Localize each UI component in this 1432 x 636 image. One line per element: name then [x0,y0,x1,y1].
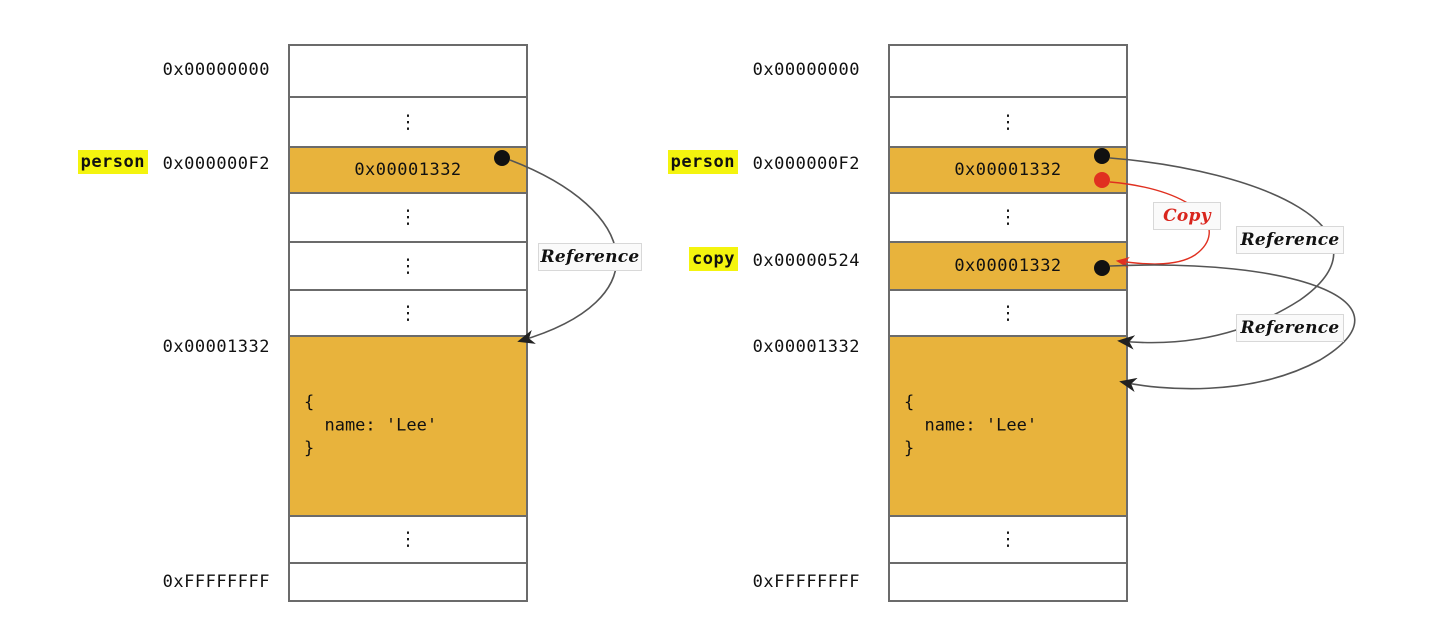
right-cell-8 [890,564,1126,600]
left-varname-person-label: person [77,150,148,174]
right-cell-3: ⋮ [890,194,1126,243]
left-cell-5: ⋮ [290,291,526,337]
object-literal-line2: name: 'Lee' [904,415,1038,436]
left-cell-person: 0x00001332 [290,148,526,194]
object-literal-line1: { [304,392,315,413]
left-object-literal: { name: 'Lee' } [304,392,437,461]
right-cell-copy-value: 0x00001332 [954,256,1062,276]
right-varname-person-label: person [667,150,738,174]
left-cell-3: ⋮ [290,194,526,243]
right-address-object: 0x00001332 [752,337,860,357]
right-cell-copy: 0x00001332 [890,243,1126,291]
right-cell-0 [890,46,1126,98]
right-varname-person: person [590,150,738,174]
ellipsis-icon: ⋮ [998,528,1018,550]
right-cell-7: ⋮ [890,517,1126,564]
ellipsis-icon: ⋮ [398,528,418,550]
left-cell-0 [290,46,526,98]
right-object-literal: { name: 'Lee' } [904,392,1037,461]
copy-tag: Copy [1153,202,1221,230]
left-varname-person: person [0,150,148,174]
right-cell-5: ⋮ [890,291,1126,337]
left-cell-7: ⋮ [290,517,526,564]
left-address-bottom: 0xFFFFFFFF [162,572,270,592]
left-cell-object: { name: 'Lee' } [290,337,526,517]
right-cell-1: ⋮ [890,98,1126,148]
left-memory-table: ⋮ 0x00001332 ⋮ ⋮ ⋮ { name: 'Lee' } ⋮ [288,44,528,602]
right-memory-table: ⋮ 0x00001332 ⋮ 0x00001332 ⋮ { name: 'Lee… [888,44,1128,602]
left-cell-1: ⋮ [290,98,526,148]
right-address-copy: 0x00000524 [752,251,860,271]
ellipsis-icon: ⋮ [998,206,1018,228]
ellipsis-icon: ⋮ [398,206,418,228]
right-cell-object: { name: 'Lee' } [890,337,1126,517]
left-reference-tag: Reference [538,243,642,271]
ellipsis-icon: ⋮ [398,110,418,133]
right-address-person: 0x000000F2 [752,154,860,174]
right-varname-copy: copy [590,247,738,271]
object-literal-line3: } [904,438,915,459]
ellipsis-icon: ⋮ [398,254,418,277]
object-literal-line1: { [904,392,915,413]
right-cell-person: 0x00001332 [890,148,1126,194]
right-address-top: 0x00000000 [752,60,860,80]
left-cell-4: ⋮ [290,243,526,291]
object-literal-line2: name: 'Lee' [304,415,438,436]
left-cell-8 [290,564,526,600]
left-cell-person-value: 0x00001332 [354,160,462,180]
right-varname-copy-label: copy [689,247,738,271]
left-address-top: 0x00000000 [162,60,270,80]
ellipsis-icon: ⋮ [998,301,1018,324]
right-reference-tag-1: Reference [1236,226,1344,254]
left-address-object: 0x00001332 [162,337,270,357]
right-cell-person-value: 0x00001332 [954,160,1062,180]
right-reference-tag-2: Reference [1236,314,1344,342]
object-literal-line3: } [304,438,315,459]
right-address-bottom: 0xFFFFFFFF [752,572,860,592]
ellipsis-icon: ⋮ [998,110,1018,133]
ellipsis-icon: ⋮ [398,301,418,324]
left-address-person: 0x000000F2 [162,154,270,174]
